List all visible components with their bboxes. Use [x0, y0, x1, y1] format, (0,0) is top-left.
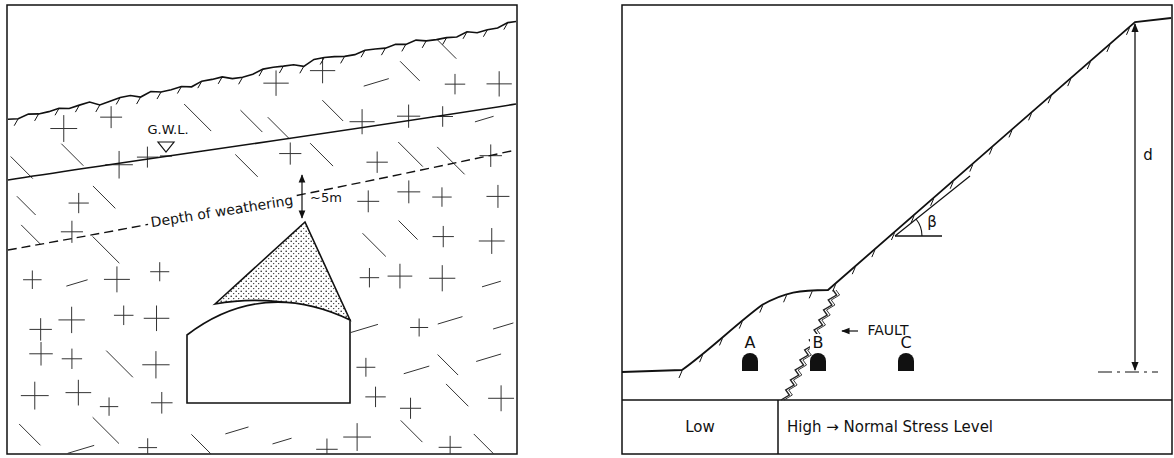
label: d [1143, 147, 1153, 164]
label: β [927, 214, 937, 231]
fault-trace [784, 290, 840, 400]
stress-band-border [622, 399, 1172, 401]
groundwater-line [8, 104, 516, 180]
label: High → Normal Stress Level [787, 419, 993, 436]
slope-hachures [679, 28, 1130, 378]
tunnel-section [187, 302, 350, 403]
panel-frame [622, 5, 1172, 454]
label: A [745, 334, 756, 352]
ground-surface [8, 21, 516, 125]
label: Low [685, 419, 715, 436]
fault-trace [781, 290, 837, 400]
stress-band-divider [777, 400, 779, 454]
label: G.W.L. [147, 123, 188, 137]
water-level-symbol [160, 156, 172, 157]
height-dimension [1134, 24, 1135, 370]
angle-base [895, 235, 942, 236]
datum-line [1098, 371, 1158, 372]
label: C [900, 334, 911, 352]
slope-surface [622, 18, 1171, 372]
joint-pattern [11, 39, 514, 454]
angle-leg [895, 176, 970, 236]
panel-frame [7, 5, 517, 454]
label: B [810, 334, 827, 352]
leader-line [842, 330, 858, 331]
dimension-line [301, 175, 302, 218]
angle-arc [916, 219, 922, 236]
tunnel-symbols [742, 353, 914, 371]
label: ~5m [310, 191, 342, 205]
water-level-symbol [158, 142, 174, 152]
weathering-line [8, 150, 516, 250]
label: Depth of weathering [147, 193, 298, 232]
